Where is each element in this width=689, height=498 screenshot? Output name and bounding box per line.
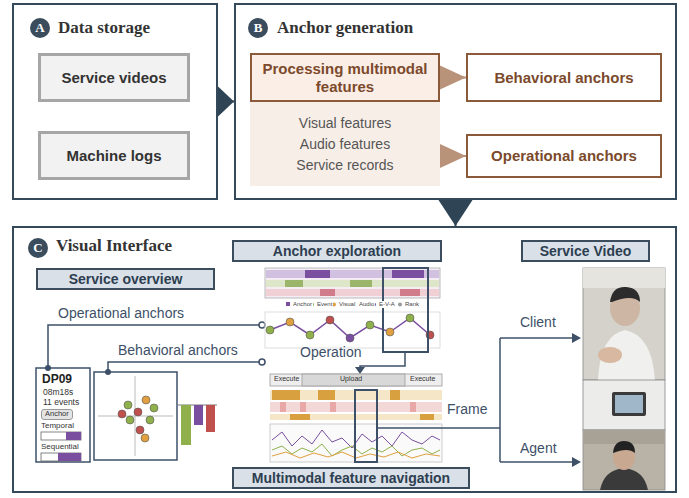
annotation-label: Frame bbox=[447, 401, 487, 417]
panel-box: Data storage A Service videosMachine logs bbox=[12, 3, 218, 200]
node-text: Service videos bbox=[61, 69, 166, 86]
annotation-label: 11 events bbox=[43, 398, 79, 408]
annotation-label: Visual bbox=[338, 301, 356, 308]
node-text: A bbox=[35, 20, 44, 36]
annotation-label: Execute bbox=[274, 375, 299, 383]
arrow-head bbox=[218, 87, 234, 117]
node-text: Service overview bbox=[69, 271, 183, 287]
node-text: Visual features bbox=[299, 113, 391, 134]
arrow-head bbox=[439, 200, 473, 226]
node-text: Behavioral anchors bbox=[494, 69, 633, 87]
node-text: Operational anchors bbox=[491, 147, 637, 165]
section-tag: Service Video bbox=[521, 240, 650, 262]
feature-list: Visual featuresAudio featuresService rec… bbox=[250, 102, 440, 186]
source-box: Service videos bbox=[38, 53, 190, 102]
panel-heading: Visual Interface bbox=[56, 236, 172, 256]
annotation-label: Temporal bbox=[41, 421, 74, 430]
letter-badge: B bbox=[248, 18, 268, 38]
annotation-label: Sequential bbox=[41, 442, 79, 451]
node-text: Processing multimodal features bbox=[258, 60, 432, 96]
panel-box: Anchor generation B Processing multimodal … bbox=[234, 3, 677, 200]
output-box: Behavioral anchors bbox=[466, 53, 662, 102]
section-tag: Multimodal feature navigation bbox=[232, 467, 470, 489]
flow-arrow bbox=[440, 144, 466, 168]
node-text: Anchor exploration bbox=[273, 243, 401, 259]
output-box: Operational anchors bbox=[466, 134, 662, 178]
node-text: Machine logs bbox=[66, 147, 161, 164]
annotation-label: Operation bbox=[300, 344, 361, 360]
node-text: Service records bbox=[296, 155, 393, 176]
annotation-label: Event bbox=[316, 301, 333, 308]
annotation-label: Anchor bbox=[292, 301, 313, 308]
annotation-label: Rank bbox=[404, 301, 420, 308]
arrow-head bbox=[440, 66, 466, 90]
panel-heading: Anchor generation bbox=[277, 18, 413, 38]
annotation-label: Anchor bbox=[41, 409, 73, 420]
arrow-head bbox=[440, 144, 466, 168]
node-text: B bbox=[254, 20, 263, 36]
process-box: Processing multimodal features bbox=[250, 53, 440, 102]
section-tag: Service overview bbox=[36, 268, 215, 290]
annotation-label: 08m18s bbox=[43, 388, 73, 398]
source-box: Machine logs bbox=[38, 131, 190, 180]
annotation-label: Client bbox=[520, 314, 556, 330]
node-text: Audio features bbox=[300, 134, 390, 155]
flow-arrow bbox=[439, 200, 473, 226]
annotation-label: DP09 bbox=[42, 373, 72, 387]
panel-heading: Data storage bbox=[58, 18, 150, 38]
section-tag: Anchor exploration bbox=[232, 240, 442, 262]
letter-badge: A bbox=[30, 18, 50, 38]
annotation-label: Execute bbox=[410, 375, 435, 383]
annotation-label: Agent bbox=[520, 440, 557, 456]
letter-badge: C bbox=[28, 238, 48, 258]
node-text: Service Video bbox=[540, 243, 632, 259]
node-text: C bbox=[33, 240, 42, 256]
annotation-label: E-V-A bbox=[378, 301, 396, 308]
flow-arrow bbox=[218, 87, 234, 117]
annotation-label: Operational anchors bbox=[58, 305, 184, 321]
flow-arrow bbox=[440, 66, 466, 90]
annotation-label: Behavioral anchors bbox=[118, 342, 238, 358]
node-text: Multimodal feature navigation bbox=[252, 470, 450, 486]
annotation-label: Audio bbox=[358, 301, 375, 308]
annotation-label: Upload bbox=[340, 375, 362, 383]
